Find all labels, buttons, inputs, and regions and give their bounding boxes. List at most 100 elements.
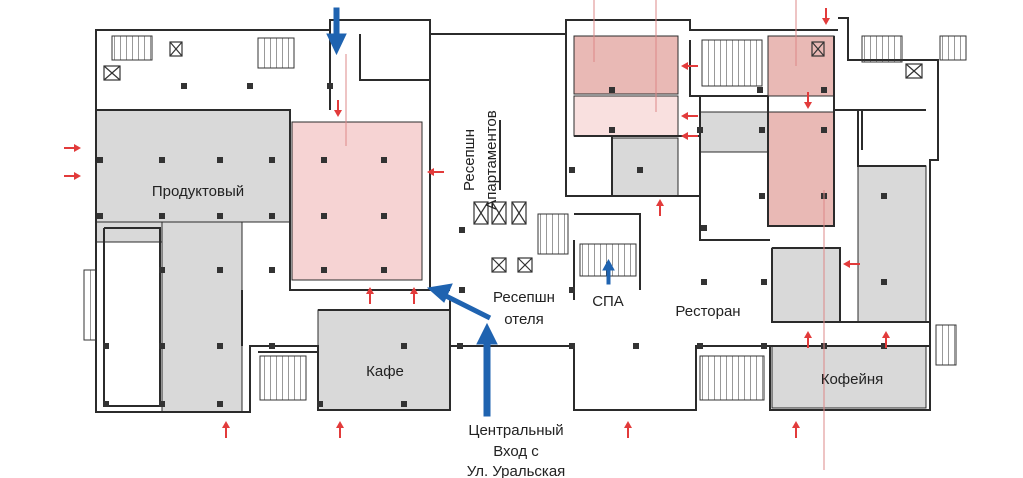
column [759,127,765,133]
entry-arrow [366,287,374,304]
apartment-right-top[interactable] [767,35,835,97]
entry-arrow [804,331,812,348]
grey-room-center[interactable] [611,137,679,197]
column [269,213,275,219]
entry-arrow [843,260,860,268]
stair-nw-2 [257,37,295,69]
label-spa: СПА [592,293,624,310]
grey-room-east[interactable] [857,165,927,323]
column [757,87,763,93]
column [569,343,575,349]
column [609,87,615,93]
label-restaurant: Ресторан [675,303,740,320]
column [159,157,165,163]
stair-se [699,355,765,401]
column [321,213,327,219]
grocery-left-strip[interactable] [95,221,163,243]
column [217,213,223,219]
column [217,267,223,273]
grocery-zone-lower[interactable] [161,221,243,413]
column [217,157,223,163]
column [159,213,165,219]
column [97,157,103,163]
column [269,343,275,349]
entry-arrows [64,8,890,438]
entry-arrow [64,144,81,152]
stair-nw [111,35,153,61]
entry-arrow [334,100,342,117]
entry-arrow [822,8,830,25]
grocery-zone[interactable] [95,109,291,223]
column [103,401,109,407]
column [247,83,253,89]
column [609,127,615,133]
labels: Продуктовый Кафе Ресепшн Апартаментов Ре… [152,110,883,478]
stair-east-top [939,35,967,61]
entry-arrow [222,421,230,438]
stair-east [935,324,957,366]
column [217,401,223,407]
entry-arrow [681,132,698,140]
apartment-top-2[interactable] [573,95,679,137]
column [637,167,643,173]
entry-arrow [656,199,664,216]
entry-arrow [804,92,812,109]
elevator-small [103,41,923,81]
walls [95,17,939,413]
elevators [103,41,923,273]
column [321,267,327,273]
grey-room-right-small[interactable] [699,111,769,153]
column [821,127,827,133]
column [761,343,767,349]
column [381,213,387,219]
column [269,157,275,163]
column [317,401,323,407]
column [381,267,387,273]
stair-sw [259,355,307,401]
column [457,343,463,349]
label-reception-hotel-2: отеля [504,311,543,328]
column [633,343,639,349]
column [159,267,165,273]
column [881,193,887,199]
column [159,343,165,349]
elevator-hotel [491,257,533,273]
entry-arrow [336,421,344,438]
column [881,279,887,285]
apartment-top-1[interactable] [573,35,679,95]
columns [97,83,887,407]
label-entrance-2: Вход с [493,443,539,460]
main-flow-arrows [326,7,615,417]
blue-arrow-north-entry [326,7,347,56]
column [181,83,187,89]
column [701,279,707,285]
column [759,193,765,199]
entry-arrow [64,172,81,180]
label-reception-apartments-2: Апартаментов [483,110,500,210]
label-entrance-1: Центральный [468,422,563,439]
column [159,401,165,407]
column [269,267,275,273]
entry-arrow [427,168,444,176]
column [697,127,703,133]
entry-arrow [681,112,698,120]
grey-room-east-mid[interactable] [771,247,841,323]
column [881,343,887,349]
entry-arrow [624,421,632,438]
column [217,343,223,349]
column [459,227,465,233]
entry-arrow [681,62,698,70]
stair-west [83,269,97,341]
column [401,343,407,349]
column [569,287,575,293]
column [103,343,109,349]
column [701,225,707,231]
blue-arrow-to-reception [426,283,492,321]
pink-hall-zone[interactable] [291,121,423,281]
label-reception-hotel-1: Ресепшн [493,289,555,306]
label-cafe: Кафе [366,363,404,380]
cafe-zone[interactable] [317,309,451,411]
stair-ne-2 [861,35,903,63]
elevator-apartments [473,201,527,225]
stair-ne [701,39,763,87]
